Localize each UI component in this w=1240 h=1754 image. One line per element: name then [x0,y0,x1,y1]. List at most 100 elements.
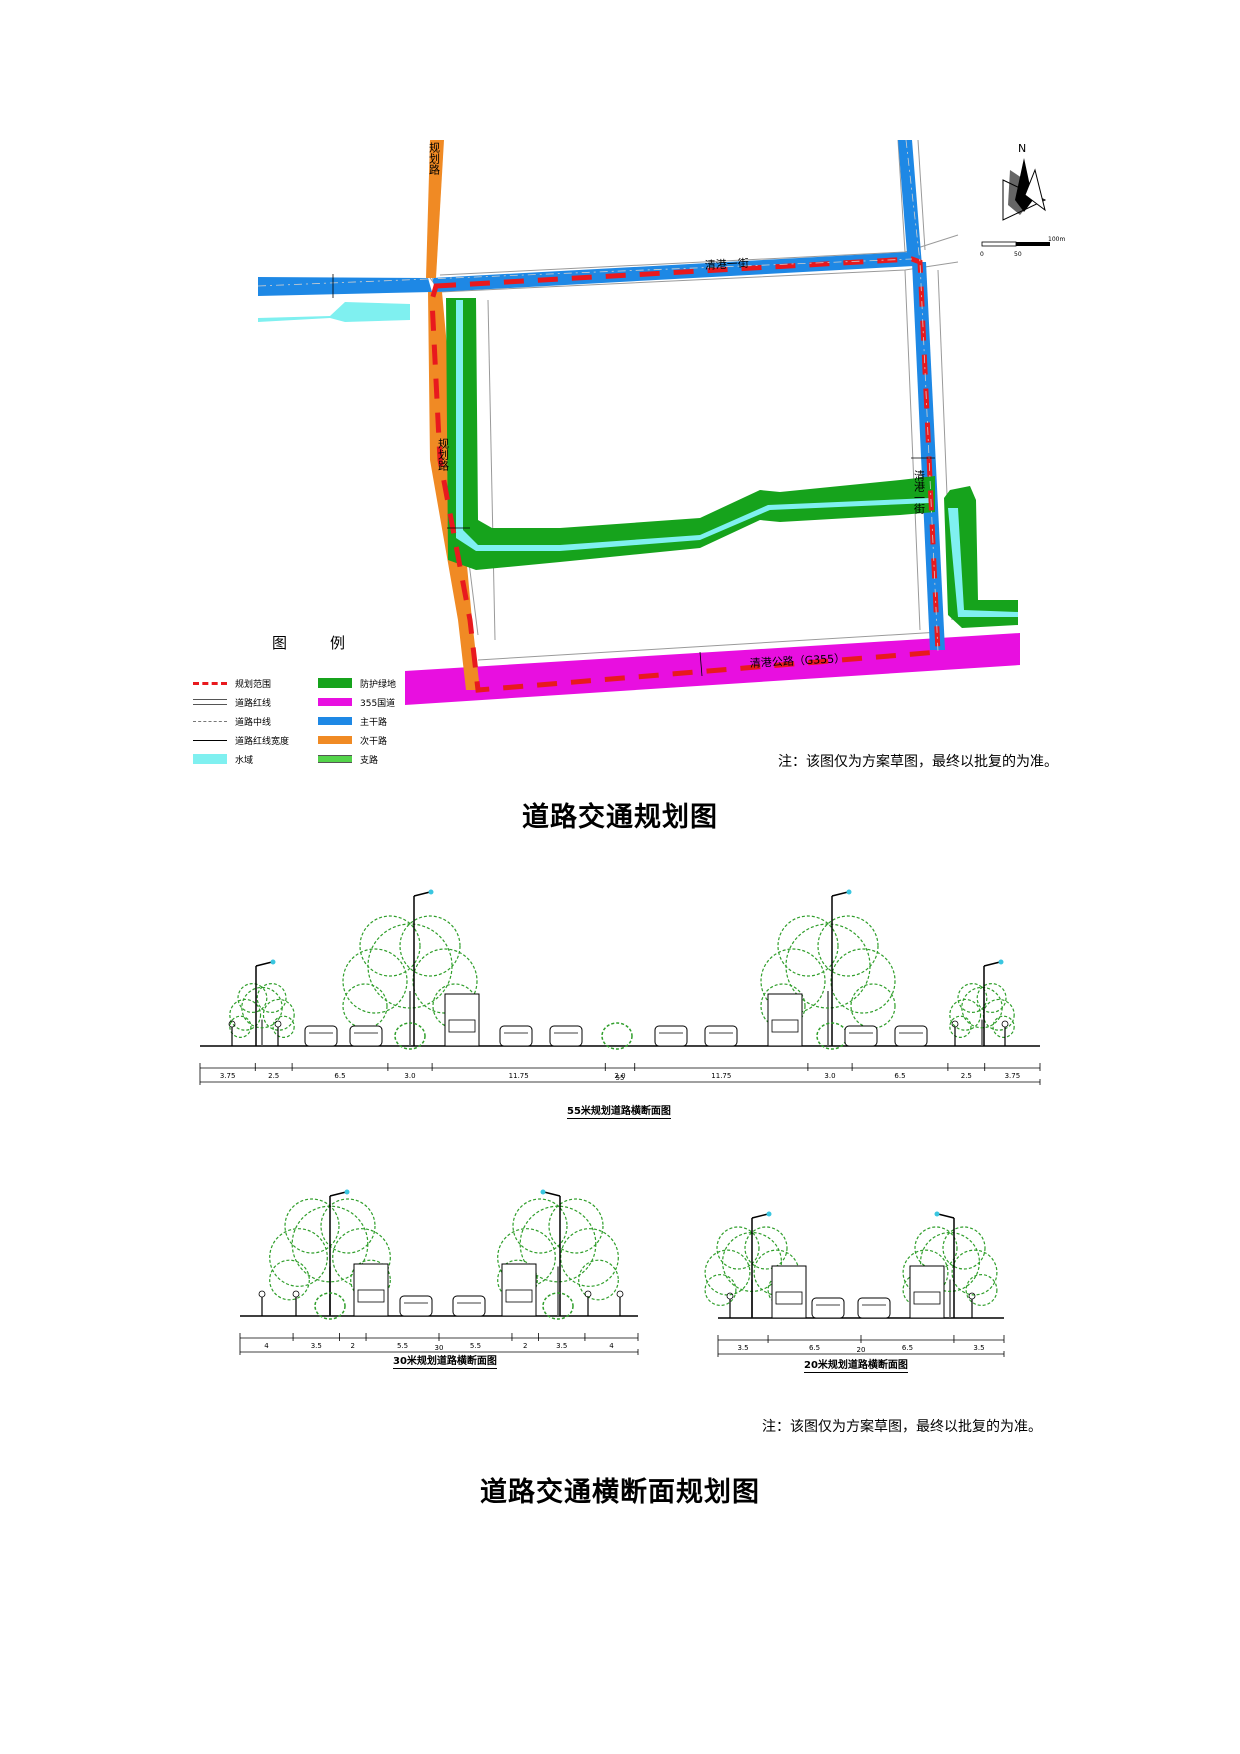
main-road-east-lower [912,262,945,650]
lamp-head [540,1189,546,1195]
section-55-label: 55米规划道路横断面图 [567,1102,671,1119]
legend-item: 道路红线 [193,695,271,709]
car [894,1025,928,1047]
legend-item: 规划范围 [193,676,271,690]
tree-canopy [949,1015,972,1038]
sections-note: 注：该图仅为方案草图，最终以批复的为准。 [762,1419,1042,1435]
pedestrian [1001,1020,1009,1028]
legend-label: 支路 [360,755,379,766]
cyan-box-icon [193,754,227,764]
map-note: 注：该图仅为方案草图，最终以批复的为准。 [778,754,1058,770]
protective-green-west [446,298,935,570]
tree-canopy [777,915,839,977]
car [704,1025,738,1047]
legend-label: 次干路 [360,736,388,747]
legend-title-1: 图 [272,634,288,652]
car [811,1297,845,1319]
main-road-east [898,140,922,266]
lamp-arm [751,1213,769,1219]
legend-label: 道路中线 [235,717,272,728]
legend-item: 支路 [318,752,378,766]
sections-title: 道路交通横断面规划图 [480,1477,760,1508]
lamp-head [934,1211,940,1217]
segment-width-label: 2.5 [961,1072,972,1080]
car [399,1295,433,1317]
main-road-north [258,277,432,296]
width-markers [332,274,935,677]
lamp-arm [937,1213,955,1219]
map-title: 道路交通规划图 [522,802,718,833]
tree-canopy [976,982,1007,1013]
legend-item: 道路红线宽度 [193,733,289,747]
car [349,1025,383,1047]
tree-canopy [902,1249,949,1296]
segment-width-label: 2 [523,1342,527,1350]
tree-canopy [229,1015,252,1038]
segment-width-label: 6.5 [809,1344,820,1352]
lamp-arm [329,1191,347,1197]
car [654,1025,688,1047]
tree-canopy [256,982,287,1013]
planning-boundary [429,256,941,693]
lamp-head [998,959,1004,965]
segment-width-label: 2.5 [268,1072,279,1080]
tree-canopy [949,998,982,1031]
tree-canopy [237,982,268,1013]
legend-item: 道路中线 [193,714,271,728]
tree-canopy [817,915,879,977]
legend-item: 水域 [193,752,253,766]
segment-width-label: 3.75 [220,1072,236,1080]
tree-canopy [342,983,388,1029]
svg-text:0: 0 [980,251,984,258]
svg-text:50: 50 [1014,251,1022,258]
car [549,1025,583,1047]
road-label-east: 清港一街 [913,470,926,515]
segment-width-label: 3.0 [824,1072,835,1080]
segment-width-label: 3.0 [404,1072,415,1080]
green-box-icon [318,678,352,688]
section-20-label: 20米规划道路横断面图 [804,1356,908,1373]
tree-canopy [716,1226,760,1270]
car [499,1025,533,1047]
tree-canopy [359,915,421,977]
tree-canopy [704,1273,737,1306]
tree-canopy [992,1015,1015,1038]
car [844,1025,878,1047]
segment-width-label: 5.5 [397,1342,408,1350]
tree-canopy [560,1228,619,1287]
segment-width-label: 3.5 [737,1344,748,1352]
tree-canopy [269,1259,310,1301]
tree-canopy [272,1015,295,1038]
lamp-arm [255,961,273,967]
tree-canopy [578,1259,619,1301]
lamp-arm [983,961,1001,967]
tree-canopy [830,948,896,1014]
tree-canopy [284,1198,340,1254]
magenta-bar-icon [318,698,352,706]
red-dash-icon [193,681,227,685]
tree-canopy [512,1198,568,1254]
tree-canopy [229,998,262,1031]
segment-width-label: 11.75 [509,1072,529,1080]
car [452,1295,486,1317]
car [304,1025,338,1047]
tree-canopy [942,1226,986,1270]
secondary-road-north [426,140,444,278]
lamp-arm [413,891,431,897]
legend-label: 道路红线 [235,698,272,709]
shrub [314,1292,346,1320]
north-compass: N [1002,142,1047,221]
segment-width-label: 2.0 [614,1072,625,1080]
pedestrian [258,1290,266,1298]
lamp-arm [831,891,849,897]
tree-canopy [982,998,1015,1031]
water-west [258,302,410,322]
main-road-north-east [432,252,914,292]
shrub [394,1022,426,1050]
segment-width-label: 4 [264,1342,269,1350]
tree-canopy [850,983,896,1029]
road-plan-map: 清港一街 清港一街 规划路 规划路 清港公路（G355） N 0 50 100m [257,139,1065,705]
tree-canopy [744,1226,788,1270]
road-label-south: 清港公路（G355） [749,652,845,670]
segment-width-label: 6.5 [894,1072,905,1080]
